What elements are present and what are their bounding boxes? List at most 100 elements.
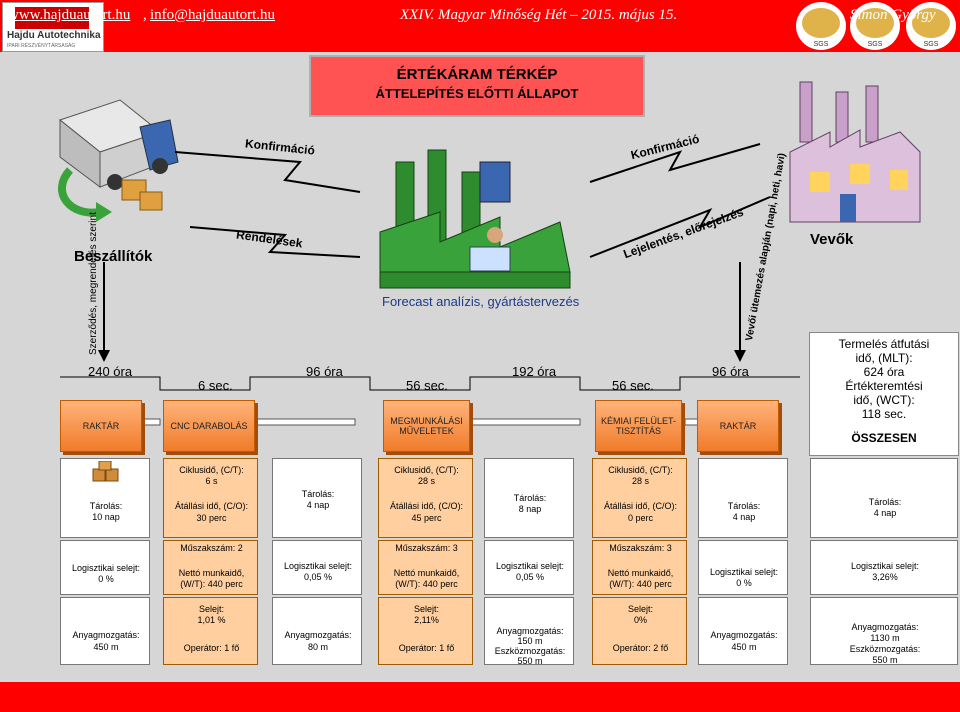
process-data-cell: Ciklusidő, (C/T): 6 s Átállási idő, (C/O…: [163, 458, 258, 538]
info-flow-rendelesek: [189, 226, 361, 258]
net-worktime-label: Nettó munkaidő,: [607, 568, 674, 578]
shift-count: Műszakszám: 2: [180, 543, 243, 553]
timeline-96-ora: 96 óra: [306, 364, 343, 379]
summary-mlt: 624 óra: [863, 365, 905, 379]
inventory-cell: Tárolás: 4 nap: [698, 458, 788, 538]
operator-count: Operátor: 1 fő: [183, 643, 240, 653]
material-handling-label: Anyagmozgatás:: [72, 630, 140, 640]
operator-count: Operátor: 1 fő: [398, 643, 455, 653]
scrap-value: 1,01 %: [197, 615, 226, 625]
flow-illustrations: [58, 81, 921, 426]
inventory-cell: Tárolás: 4 nap: [810, 458, 958, 538]
timeline-56-sec-1: 56 sec.: [406, 378, 448, 393]
timeline-56-sec-2: 56 sec.: [612, 378, 654, 393]
timeline-192-ora: 192 óra: [512, 364, 557, 379]
material-handling-label: Anyagmozgatás:: [710, 630, 778, 640]
footer-bar: [0, 682, 960, 712]
summary-wct: 118 sec.: [861, 407, 907, 421]
logistic-scrap-value: 0 %: [98, 574, 114, 584]
storage-value: 10 nap: [92, 512, 120, 522]
scrap-label: Selejt:: [198, 604, 224, 614]
szerzodes-label: Szerződés, megrendelés szerint: [88, 212, 99, 355]
changeover-label: Átállási idő, (C/O):: [603, 501, 678, 511]
storage-value: 8 nap: [518, 504, 542, 514]
material-handling-cell: Anyagmozgatás: 1130 m Eszközmozgatás: 55…: [810, 597, 958, 665]
changeover-label: Átállási idő, (C/O):: [174, 501, 249, 511]
vevok-label: Vevők: [810, 231, 854, 248]
summary-line-2: idő, (MLT):: [855, 351, 913, 365]
operator-count: Operátor: 2 fő: [612, 643, 669, 653]
process-megmunkalasi: MEGMUNKÁLÁSI MŰVELETEK: [383, 400, 470, 452]
truck-icon: [58, 99, 179, 222]
storage-label: Tárolás:: [513, 493, 547, 503]
summary-line-1: Termelés átfutási: [838, 337, 930, 351]
push-arrows: [139, 418, 706, 426]
summary-line-5: idő, (WCT):: [853, 393, 915, 407]
info-flow-konfirm-left: [174, 151, 361, 193]
logistic-scrap-cell: Logisztikai selejt: 0 %: [60, 540, 150, 595]
net-worktime-value: (W/T): 440 perc: [180, 579, 243, 589]
changeover-value: 45 perc: [411, 513, 442, 523]
logistic-scrap-value: 3,26%: [872, 572, 898, 582]
title-line-2: ÁTTELEPÍTÉS ELŐTTI ÁLLAPOT: [375, 86, 579, 101]
info-flow-lejelentes: [589, 196, 771, 258]
changeover-value: 30 perc: [196, 513, 227, 523]
cycle-time-label: Ciklusidő, (C/T):: [394, 465, 459, 475]
certification-seal-1: SGS: [796, 2, 846, 50]
logistic-scrap-cell: Logisztikai selejt: 0,05 %: [484, 540, 574, 595]
cycle-time-label: Ciklusidő, (C/T):: [608, 465, 673, 475]
process-raktar-2: RAKTÁR: [697, 400, 779, 452]
logistic-scrap-label: Logisztikai selejt:: [709, 567, 779, 577]
logistic-scrap-value: 0 %: [736, 578, 752, 588]
scrap-label: Selejt:: [413, 604, 439, 614]
material-handling-label: Anyagmozgatás:: [851, 622, 919, 632]
tool-handling-label: Eszközmozgatás:: [849, 644, 921, 654]
event-label: XXIV. Magyar Minőség Hét – 2015. május 1…: [400, 7, 678, 23]
cycle-time-value: 6 s: [205, 476, 218, 486]
process-data-cell: Ciklusidő, (C/T): 28 s Átállási idő, (C/…: [378, 458, 473, 538]
shift-count: Műszakszám: 3: [395, 543, 458, 553]
shift-cell: Műszakszám: 2 Nettó munkaidő, (W/T): 440…: [163, 540, 258, 595]
email-link[interactable]: info@hajduautort.hu: [150, 7, 276, 23]
net-worktime-label: Nettó munkaidő,: [393, 568, 460, 578]
shift-cell: Műszakszám: 3 Nettó munkaidő, (W/T): 440…: [592, 540, 687, 595]
logo-subtext: IPARI RÉSZVÉNYTÁRSASÁG: [7, 43, 76, 49]
material-handling-cell: Anyagmozgatás: 150 m Eszközmozgatás: 550…: [484, 597, 574, 666]
material-handling-label: Anyagmozgatás:: [496, 626, 564, 636]
process-kemiai: KÉMIAI FELÜLET- TISZTÍTÁS: [595, 400, 682, 452]
tool-handling-value: 550 m: [517, 656, 543, 666]
changeover-value: 0 perc: [627, 513, 653, 523]
website-link[interactable]: www.hajduautort.hu: [8, 7, 131, 23]
material-handling-label: Anyagmozgatás:: [284, 630, 352, 640]
logistic-scrap-cell: Logisztikai selejt: 0 %: [698, 540, 788, 595]
changeover-label: Átállási idő, (C/O):: [389, 501, 464, 511]
logistic-scrap-label: Logisztikai selejt:: [495, 561, 565, 571]
logistic-scrap-cell: Logisztikai selejt: 0,05 %: [272, 540, 362, 595]
author-label: Simon György: [850, 7, 936, 23]
material-handling-cell: Anyagmozgatás: 80 m: [272, 597, 362, 665]
inventory-cell: Tárolás: 4 nap: [272, 458, 362, 538]
title-box: ÉRTÉKÁRAM TÉRKÉP ÁTTELEPÍTÉS ELŐTTI ÁLLA…: [309, 55, 645, 117]
inventory-cell: Tárolás: 10 nap: [60, 458, 150, 538]
scrap-operator-cell: Selejt: 0% Operátor: 2 fő: [592, 597, 687, 665]
process-raktar-1: RAKTÁR: [60, 400, 142, 452]
storage-label: Tárolás:: [868, 497, 902, 507]
scrap-value: 2,11%: [414, 615, 439, 625]
logistic-scrap-label: Logisztikai selejt:: [283, 561, 353, 571]
scrap-label: Selejt:: [627, 604, 653, 614]
material-handling-value: 150 m: [517, 636, 543, 646]
net-worktime-value: (W/T): 440 perc: [609, 579, 672, 589]
customer-factory-icon: [789, 81, 921, 223]
logistic-scrap-value: 0,05 %: [303, 572, 333, 582]
material-handling-value: 450 m: [93, 642, 119, 652]
beszallitok-label: Beszállítók: [74, 248, 153, 265]
footer-comma: ,: [143, 7, 147, 23]
title-line-1: ÉRTÉKÁRAM TÉRKÉP: [396, 66, 558, 83]
certification-seal-3: SGS: [906, 2, 956, 50]
storage-label: Tárolás:: [727, 501, 761, 511]
tool-handling-value: 550 m: [872, 655, 898, 665]
material-handling-value: 450 m: [731, 642, 757, 652]
logistic-scrap-label: Logisztikai selejt:: [71, 563, 141, 573]
logo-mark: [15, 7, 89, 29]
company-logo: Hajdu Autotechnika IPARI RÉSZVÉNYTÁRSASÁ…: [2, 2, 104, 52]
